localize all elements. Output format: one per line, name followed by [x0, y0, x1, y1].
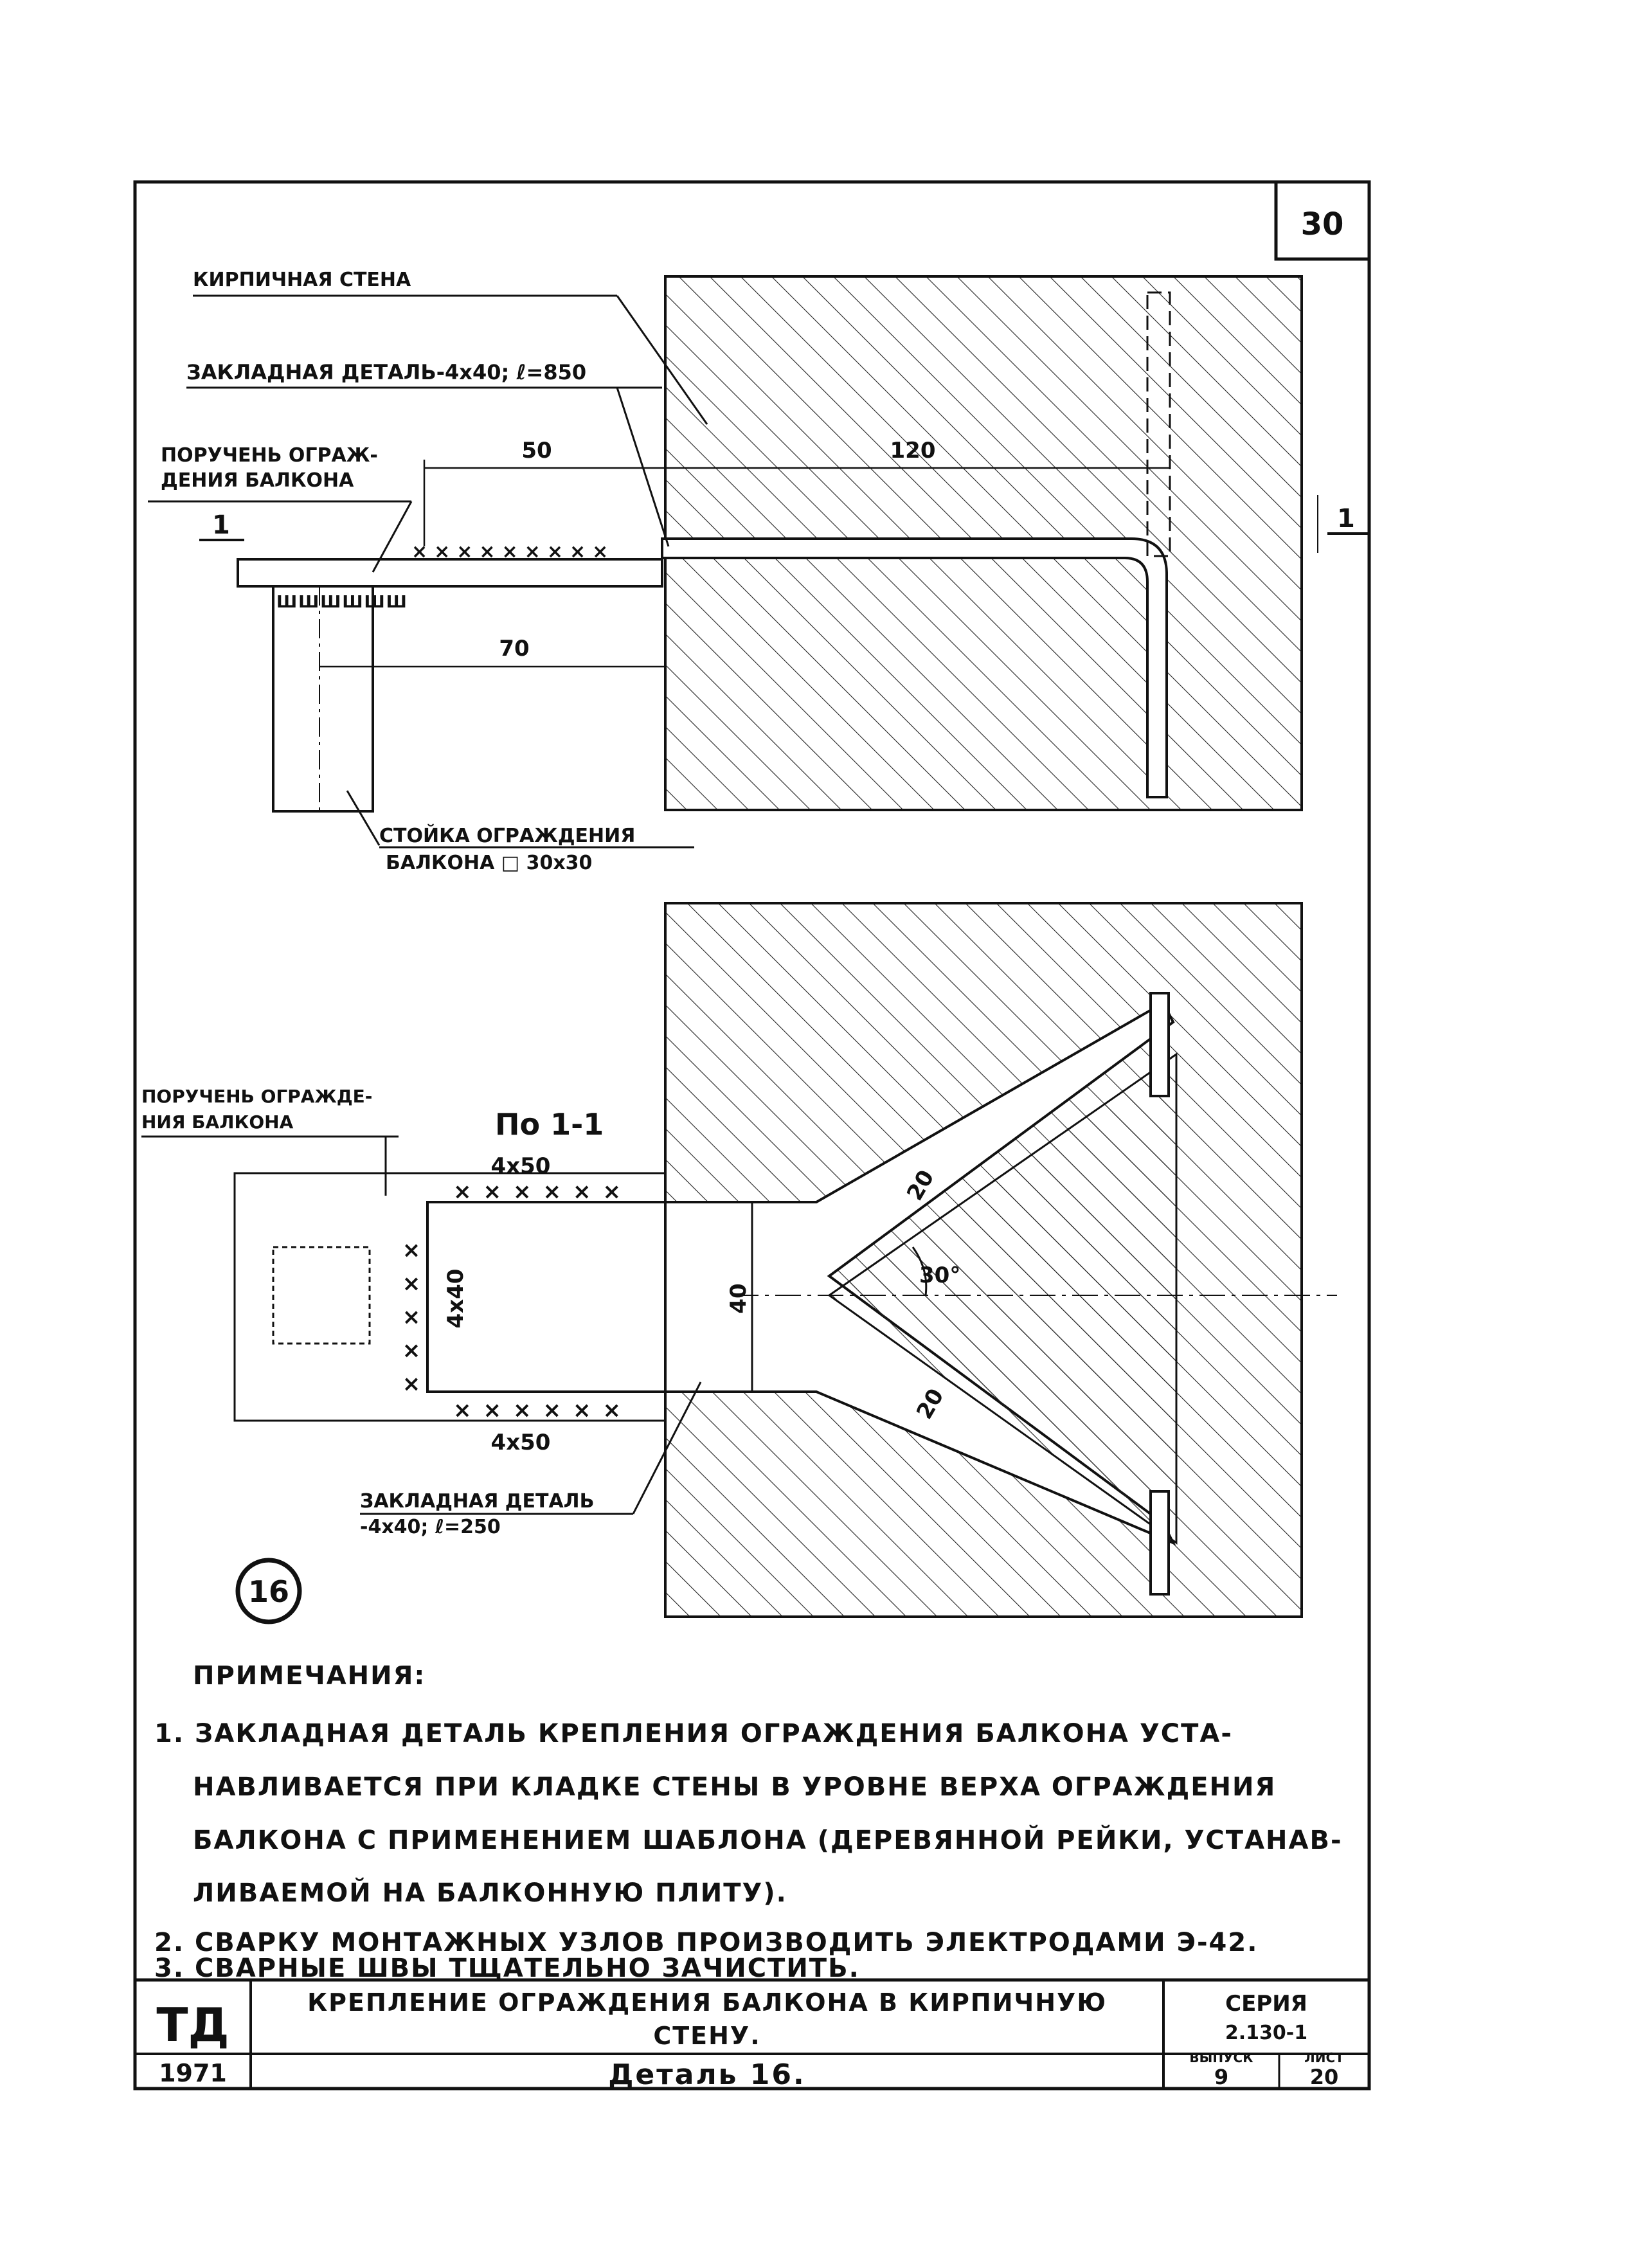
hidden-anchor-plate [1146, 291, 1171, 557]
tb-series-value: 2.130-1 [1225, 2022, 1307, 2044]
post-label-1: СТОЙКА ОГРАЖДЕНИЯ [379, 824, 635, 847]
dim-50: 50 [521, 438, 552, 463]
angle-arc [911, 1246, 928, 1296]
weld-symbols-section-bottom: ×××××× [453, 1398, 633, 1423]
title-block [133, 1978, 1371, 2091]
embedded-strip-top [661, 537, 1168, 798]
balcony-post [272, 585, 374, 813]
tb-issue-value: 9 [1214, 2065, 1228, 2089]
weld-bottom-dim: 4x50 [491, 1430, 551, 1455]
tb-detail: Деталь 16. [608, 2058, 806, 2091]
embedded-part-label: ЗАКЛАДНАЯ ДЕТАЛЬ-4x40; ℓ=850 [186, 360, 586, 384]
post-label-2: БАЛКОНА □ 30x30 [386, 852, 592, 874]
section-mark-left: 1 [212, 510, 230, 540]
detail-marker: 16 [248, 1574, 289, 1609]
handrail-outline [233, 1172, 665, 1422]
section-mark-right: 1 [1337, 504, 1355, 534]
weld-symbols-top: ××××××××× [411, 541, 615, 563]
end-plate-bottom [1149, 1490, 1170, 1596]
dim-120: 120 [890, 438, 936, 463]
sheet-number: 30 [1301, 206, 1344, 242]
note-line-1: 1. ЗАКЛАДНАЯ ДЕТАЛЬ КРЕПЛЕНИЯ ОГРАЖДЕНИЯ… [154, 1719, 1233, 1749]
handrail-label-top-2: ДЕНИЯ БАЛКОНА [161, 469, 354, 492]
brick-wall-leader-2 [616, 295, 708, 425]
notes-heading: ПРИМЕЧАНИЯ: [193, 1661, 426, 1691]
tb-sheet-label: ЛИСТ [1304, 2050, 1344, 2065]
post-section [272, 1246, 371, 1345]
embedded-section-label-2: -4x40; ℓ=250 [360, 1516, 501, 1538]
tb-title-1: КРЕПЛЕНИЕ ОГРАЖДЕНИЯ БАЛКОНА В КИРПИЧНУЮ [307, 1988, 1107, 2017]
sheet-number-box [1274, 180, 1371, 261]
note-line-2: НАВЛИВАЕТСЯ ПРИ КЛАДКЕ СТЕНЫ В УРОВНЕ ВЕ… [193, 1772, 1276, 1802]
weld-top-dim: 4x50 [491, 1153, 551, 1179]
note-line-5: 2. СВАРКУ МОНТАЖНЫХ УЗЛОВ ПРОИЗВОДИТЬ ЭЛ… [154, 1928, 1258, 1957]
note-line-6: 3. СВАРНЫЕ ШВЫ ТЩАТЕЛЬНО ЗАЧИСТИТЬ. [154, 1954, 860, 1983]
weld-symbols-section-top: ×××××× [453, 1179, 633, 1205]
note-line-3: БАЛКОНА С ПРИМЕНЕНИЕМ ШАБЛОНА (ДЕРЕВЯННО… [193, 1824, 1343, 1855]
detail-marker-circle [235, 1558, 302, 1624]
end-plate-top [1149, 992, 1170, 1097]
width-dim: 40 [726, 1283, 751, 1313]
tb-sheet-value: 20 [1310, 2065, 1339, 2089]
handrail-label-top-1: ПОРУЧЕНЬ ОГРАЖ- [161, 444, 378, 467]
section-title: По 1-1 [495, 1107, 604, 1142]
tb-org: ТД [156, 1998, 229, 2052]
embedded-section-label-1: ЗАКЛАДНАЯ ДЕТАЛЬ [360, 1490, 594, 1513]
tb-series-label: СЕРИЯ [1225, 1991, 1307, 2017]
post-weld-marks: ШШШШШШ [276, 593, 408, 612]
handrail-leader-2 [372, 501, 413, 573]
tb-issue-label: ВЫПУСК [1189, 2050, 1253, 2065]
embedded-section-leader-2 [632, 1381, 702, 1515]
handrail-plate-top [237, 558, 663, 588]
note-line-4: ЛИВАЕМОЙ НА БАЛКОННУЮ ПЛИТУ). [193, 1877, 787, 1908]
y-inner-notch [827, 1052, 1178, 1545]
weld-symbols-section-left: ××××× [399, 1237, 424, 1405]
tb-year: 1971 [159, 2059, 227, 2087]
tb-title-2: СТЕНУ. [653, 2022, 760, 2050]
dim-70: 70 [499, 636, 529, 661]
brick-wall-label: КИРПИЧНАЯ СТЕНА [193, 269, 411, 291]
handrail-label-section-1: ПОРУЧЕНЬ ОГРАЖДЕ- [141, 1086, 372, 1107]
plate-dim: 4x40 [443, 1269, 469, 1329]
handrail-label-section-2: НИЯ БАЛКОНА [141, 1111, 294, 1133]
post-leader [346, 790, 381, 846]
embedded-part-leader-2 [616, 387, 670, 547]
